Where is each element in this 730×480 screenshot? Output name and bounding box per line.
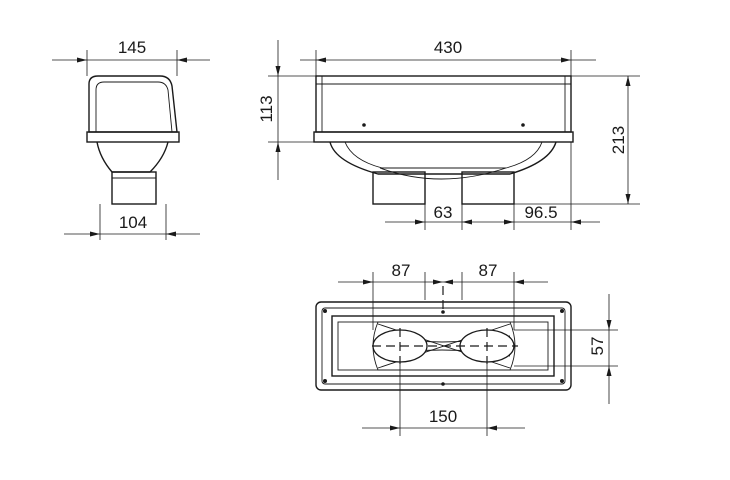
dim-side-spigot-104: 104: [119, 213, 147, 232]
front-view: 430 113 213 63 96.5: [257, 38, 640, 230]
plan-inner-frame: [331, 315, 555, 377]
dim-front-height-113: 113: [257, 95, 276, 122]
front-screw-left: [362, 123, 366, 127]
dim-plan-87-left: 87: [392, 261, 411, 280]
dim-plan-center-150: 150: [429, 407, 457, 426]
dim-front-offset-96-5: 96.5: [524, 203, 557, 222]
side-base-band: [86, 131, 180, 143]
side-housing: [88, 75, 178, 133]
front-base-band: [313, 131, 574, 143]
dim-front-height-213: 213: [609, 126, 628, 154]
plan-view: 87 87 57 150: [315, 261, 618, 436]
side-view: 145 104: [52, 38, 210, 240]
dim-plan-87-right: 87: [479, 261, 498, 280]
side-housing-inner: [95, 81, 173, 133]
front-spigot-left: [372, 171, 426, 205]
dim-front-spigot-63: 63: [434, 203, 453, 222]
plan-throat: [372, 321, 516, 371]
side-diffuser: [96, 141, 169, 173]
front-spigot-right: [461, 171, 515, 205]
dim-front-width-430: 430: [434, 38, 462, 57]
front-screw-right: [521, 123, 525, 127]
dim-plan-height-57: 57: [588, 337, 607, 356]
dim-side-width-145: 145: [118, 38, 146, 57]
side-spigot: [111, 171, 157, 205]
front-diffuser: [329, 141, 557, 175]
